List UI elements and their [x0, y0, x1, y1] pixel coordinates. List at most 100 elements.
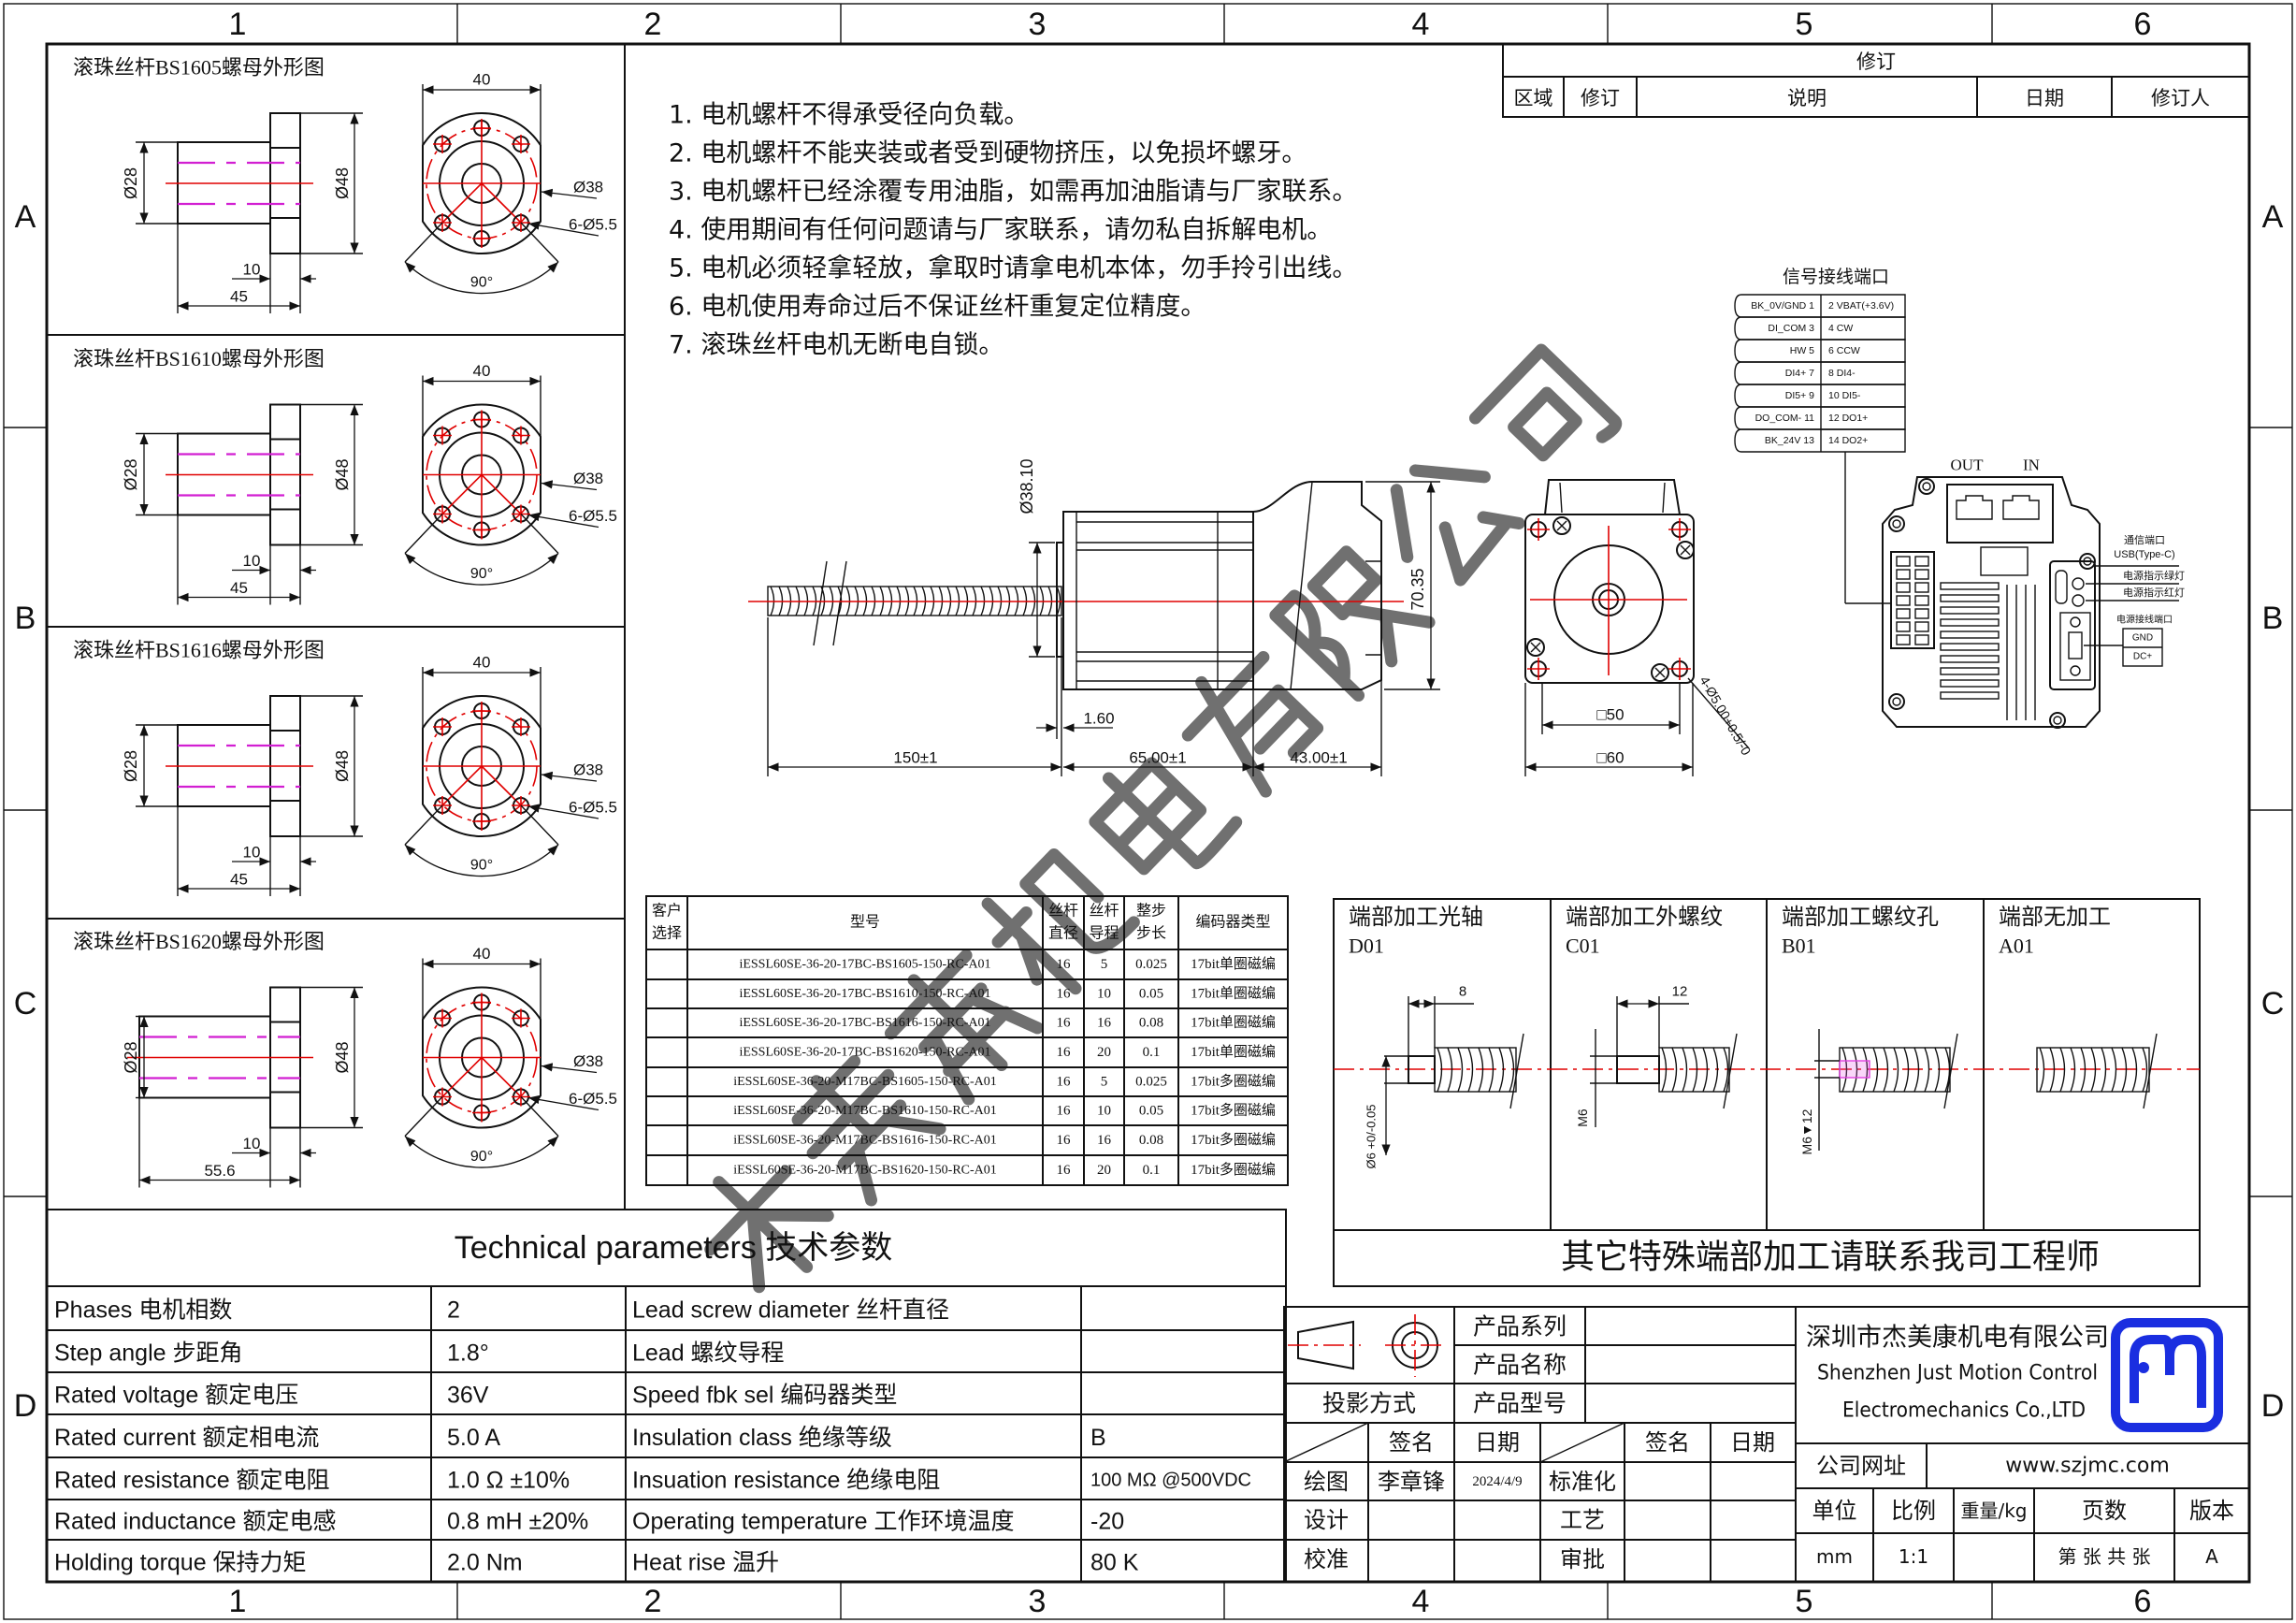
dim-text: 10 [243, 552, 261, 570]
label: 设计 [1304, 1507, 1349, 1533]
center-line [441, 473, 483, 515]
dim-text: Ø38 [573, 1052, 603, 1070]
pin [1914, 582, 1929, 593]
connector-housing [1544, 479, 1681, 515]
pin [1896, 582, 1911, 593]
param-label: Holding torque 保持力矩 [54, 1550, 307, 1576]
note-item: 1. 电机螺杆不得承受径向负载。 [669, 101, 1029, 130]
flange-outline [422, 403, 542, 546]
watermark-glyph [1181, 651, 1324, 798]
pin-label: 14 DO2+ [1828, 435, 1868, 446]
screw-thread [1924, 1047, 1930, 1093]
pin-label: HW 5 [1790, 345, 1814, 356]
center-line [481, 473, 522, 515]
heat-fin [1940, 679, 2000, 688]
dim-text: 6-Ø5.5 [569, 799, 617, 817]
outer-border [3, 3, 2293, 1620]
screw-thread [1702, 1047, 1709, 1093]
table-cell: 16 [1057, 1133, 1072, 1148]
pin [1914, 621, 1929, 632]
plain-shaft [1408, 1055, 1436, 1084]
param-value: 80 K [1090, 1550, 1139, 1576]
dim-text: □60 [1596, 749, 1624, 767]
angle-dimension [404, 261, 559, 295]
pin-label: 6 CCW [1828, 345, 1860, 356]
heat-fin [1940, 606, 2000, 615]
value: A [2205, 1545, 2218, 1568]
screw-thread [1671, 1047, 1678, 1093]
param-label: Speed fbk sel 编码器类型 [632, 1383, 897, 1409]
screw-thread [2070, 1047, 2076, 1093]
table-cell: iESSL60SE-36-20-M17BC-BS1620-150-RC-A01 [733, 1164, 997, 1178]
table-header: 导程 [1089, 925, 1119, 942]
nut-drawing-title: 滚珠丝杆BS1620螺母外形图 [73, 930, 325, 953]
note-item: 7. 滚珠丝杆电机无断电自锁。 [669, 331, 1004, 360]
screw-thread [2101, 1047, 2107, 1093]
table-cell: 17bit多圈磁编 [1191, 1103, 1276, 1119]
company-name-cn: 深圳市杰美康机电有限公司 [1806, 1324, 2109, 1353]
table-header: 客户 [652, 903, 682, 920]
note-item: 3. 电机螺杆已经涂覆专用油脂，如需再加油脂请与厂家联系。 [669, 178, 1357, 207]
heat-fin [1940, 630, 2000, 639]
pin-label: 10 DI5- [1828, 390, 1861, 401]
table-cell: 5 [1101, 957, 1108, 972]
dim-text: 1.60 [1083, 710, 1114, 728]
pin-label: 4 CW [1828, 323, 1853, 334]
grid-row-label: B [2262, 601, 2284, 636]
label: 产品系列 [1473, 1313, 1567, 1340]
dim-text: □50 [1596, 706, 1624, 724]
grid-row-label: D [2261, 1388, 2285, 1424]
param-label: Rated inductance 额定电感 [54, 1509, 337, 1535]
table-cell: 0.08 [1139, 1133, 1163, 1148]
note-item: 5. 电机必须轻拿轻放，拿取时请拿电机本体，勿手拎引出线。 [669, 254, 1357, 283]
note-item: 6. 电机使用寿命过后不保证丝杆重复定位精度。 [669, 293, 1206, 322]
flange-outline [422, 112, 542, 254]
screw-thread [1913, 1047, 1920, 1093]
pin [1896, 556, 1911, 567]
power-panel [2049, 560, 2096, 690]
ext-line [520, 804, 559, 846]
grid-row-label: B [15, 601, 36, 636]
center-line [441, 765, 483, 806]
heat-fin [1940, 594, 2000, 602]
table-cell: 17bit多圈磁编 [1191, 1162, 1276, 1178]
note-item: 2. 电机螺杆不能夹装或者受到硬物挤压，以免损坏螺牙。 [669, 139, 1307, 168]
dim-text: Ø38 [573, 179, 603, 196]
param-label: Insuation resistance 绝缘电阻 [632, 1468, 940, 1494]
value: mm [1816, 1545, 1853, 1568]
label: 标准化 [1549, 1469, 1616, 1495]
motor-body [1062, 511, 1254, 690]
mount-boss [1892, 519, 1901, 529]
nut-drawing-title: 滚珠丝杆BS1616螺母外形图 [73, 639, 325, 662]
pin [1914, 569, 1929, 580]
label: 校准 [1304, 1546, 1349, 1572]
screw-thread [1944, 1047, 1951, 1093]
param-label: Operating temperature 工作环境温度 [632, 1509, 1014, 1535]
dim-text: 45 [230, 288, 248, 306]
dim-text: Ø48 [333, 1041, 352, 1073]
grid-row-label: A [2262, 199, 2284, 235]
table-header: 丝杆 [1048, 903, 1078, 920]
website-link[interactable]: www.szjmc.com [2005, 1455, 2170, 1478]
flange-outline [422, 986, 542, 1129]
watermark-glyph [1390, 464, 1525, 587]
line [2070, 665, 2081, 676]
pin-row [1734, 428, 1906, 453]
screw-thread [1883, 1047, 1889, 1093]
angle-dimension [404, 553, 559, 586]
screw-head [1526, 638, 1545, 657]
dim-text: Ø6 +0/-0.05 [1365, 1104, 1379, 1168]
table-cell: 16 [1097, 1016, 1112, 1031]
dip-switch [1980, 546, 2029, 576]
center-line [481, 765, 522, 806]
param-label: Phases 电机相数 [54, 1297, 232, 1324]
port-label-out: OUT [1951, 456, 1985, 474]
drawn-by-value: 李章锋 [1378, 1469, 1445, 1495]
dim-text: Ø28 [122, 458, 140, 490]
param-label: Lead screw diameter 丝杆直径 [632, 1297, 949, 1324]
power-pin-label: GND [2132, 633, 2153, 644]
table-cell: 0.025 [1135, 1075, 1167, 1090]
screw-thread [1488, 1047, 1495, 1093]
